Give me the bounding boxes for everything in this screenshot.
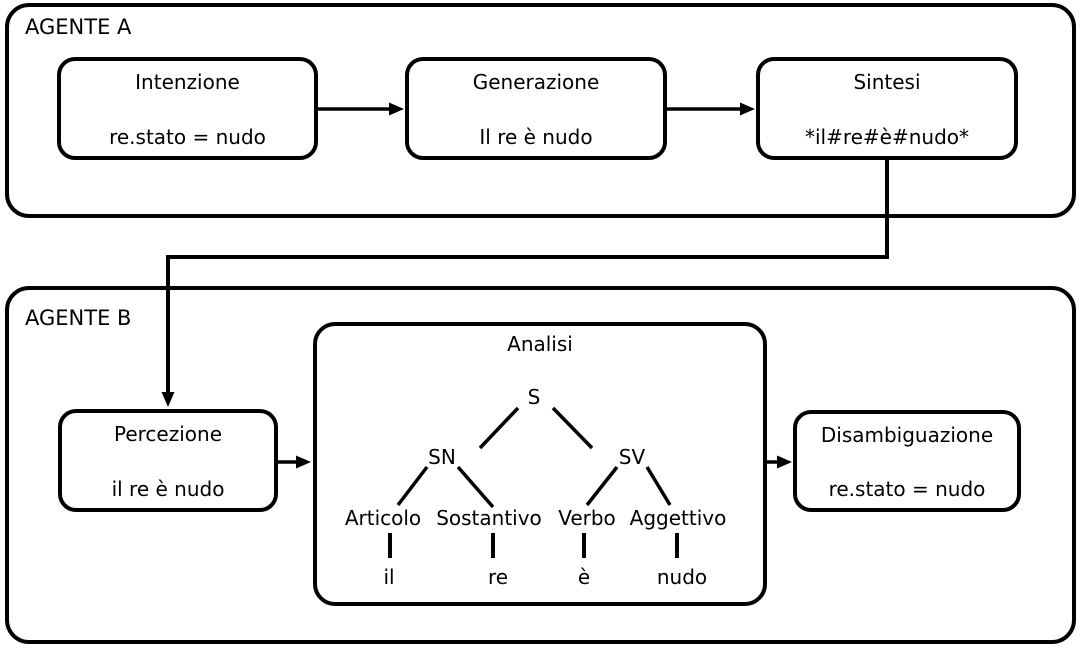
arrow-analisi-disambiguazione-head xyxy=(777,455,792,469)
tree-leaf-re: re xyxy=(488,565,508,589)
tree-edge-sv-verbo xyxy=(585,465,619,507)
arrow-sintesi-percezione-head xyxy=(161,392,175,407)
stage-generazione: Generazione Il re è nudo xyxy=(405,57,667,160)
tree-node-aggettivo: Aggettivo xyxy=(630,506,727,530)
tree-node-sv: SV xyxy=(619,445,646,469)
stage-sintesi-title: Sintesi xyxy=(853,70,921,94)
tree-edge-sv-aggettivo xyxy=(645,466,672,506)
tree-node-s: S xyxy=(528,385,541,409)
stage-intenzione: Intenzione re.stato = nudo xyxy=(57,57,318,160)
parse-tree: S SN SV Articolo Sostantivo Verbo Aggett… xyxy=(345,385,727,589)
stage-percezione-content: il re è nudo xyxy=(111,477,225,501)
stage-percezione: Percezione il re è nudo xyxy=(58,409,278,512)
tree-node-articolo: Articolo xyxy=(345,506,421,530)
tree-leaf-nudo: nudo xyxy=(657,565,707,589)
stage-disambiguazione: Disambiguazione re.stato = nudo xyxy=(793,410,1021,512)
agent-b-label: AGENTE B xyxy=(25,306,132,330)
tree-leaf-il: il xyxy=(383,565,394,589)
tree-node-sostantivo: Sostantivo xyxy=(436,506,542,530)
stage-generazione-content: Il re è nudo xyxy=(479,125,593,149)
tree-edge-sn-articolo xyxy=(396,465,429,507)
tree-leaf-e: è xyxy=(578,565,590,589)
analysis-box: Analisi xyxy=(313,322,767,606)
tree-edge-sn-sostantivo xyxy=(456,465,495,509)
stage-disambiguazione-title: Disambiguazione xyxy=(820,423,994,447)
stage-sintesi: Sintesi *il#re#è#nudo* xyxy=(756,57,1018,160)
agent-a-label: AGENTE A xyxy=(25,15,132,39)
stage-sintesi-content: *il#re#è#nudo* xyxy=(804,125,970,149)
arrow-generazione-sintesi-head xyxy=(740,102,755,116)
arrow-percezione-analisi-head xyxy=(296,455,311,469)
stage-generazione-title: Generazione xyxy=(472,70,600,94)
stage-intenzione-title: Intenzione xyxy=(135,70,240,94)
tree-node-verbo: Verbo xyxy=(558,506,616,530)
stage-percezione-title: Percezione xyxy=(113,422,222,446)
tree-edge-s-sn xyxy=(478,406,520,450)
tree-node-sn: SN xyxy=(428,445,456,469)
stage-disambiguazione-content: re.stato = nudo xyxy=(828,477,986,501)
arrow-sintesi-percezione-shaft xyxy=(166,159,889,393)
stage-intenzione-content: re.stato = nudo xyxy=(109,125,266,149)
agent-b-box xyxy=(5,286,1076,644)
analysis-title: Analisi xyxy=(507,332,573,356)
agent-a-box xyxy=(5,3,1076,218)
tree-edge-s-sv xyxy=(551,406,594,450)
arrow-intenzione-generazione-head xyxy=(389,102,404,116)
